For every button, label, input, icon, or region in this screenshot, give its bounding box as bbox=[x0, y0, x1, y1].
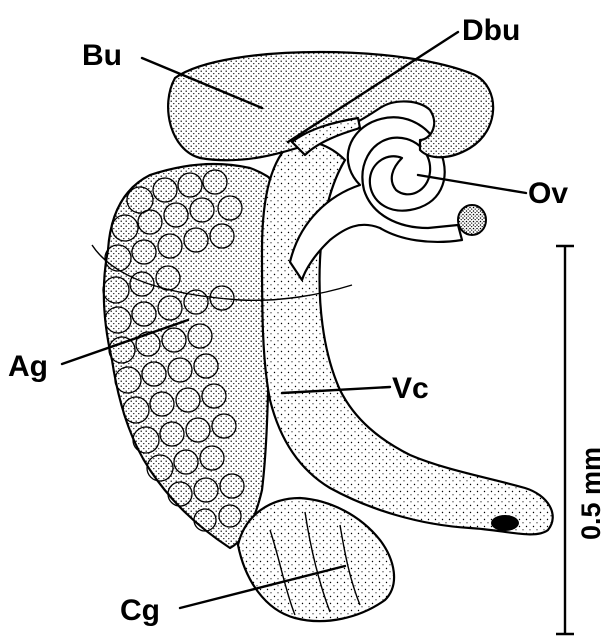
label-cg: Cg bbox=[120, 594, 160, 627]
bursa-copulatrix bbox=[168, 52, 493, 160]
gonopore-opening bbox=[491, 515, 519, 531]
scale-bar: 0.5 mm bbox=[556, 246, 603, 634]
capsule-gland bbox=[238, 498, 394, 621]
label-ov: Ov bbox=[528, 177, 568, 210]
label-dbu: Dbu bbox=[462, 14, 520, 47]
label-ag: Ag bbox=[8, 350, 48, 383]
scale-bar-label: 0.5 mm bbox=[576, 447, 603, 540]
label-vc: Vc bbox=[392, 372, 429, 405]
label-bu: Bu bbox=[82, 39, 122, 72]
